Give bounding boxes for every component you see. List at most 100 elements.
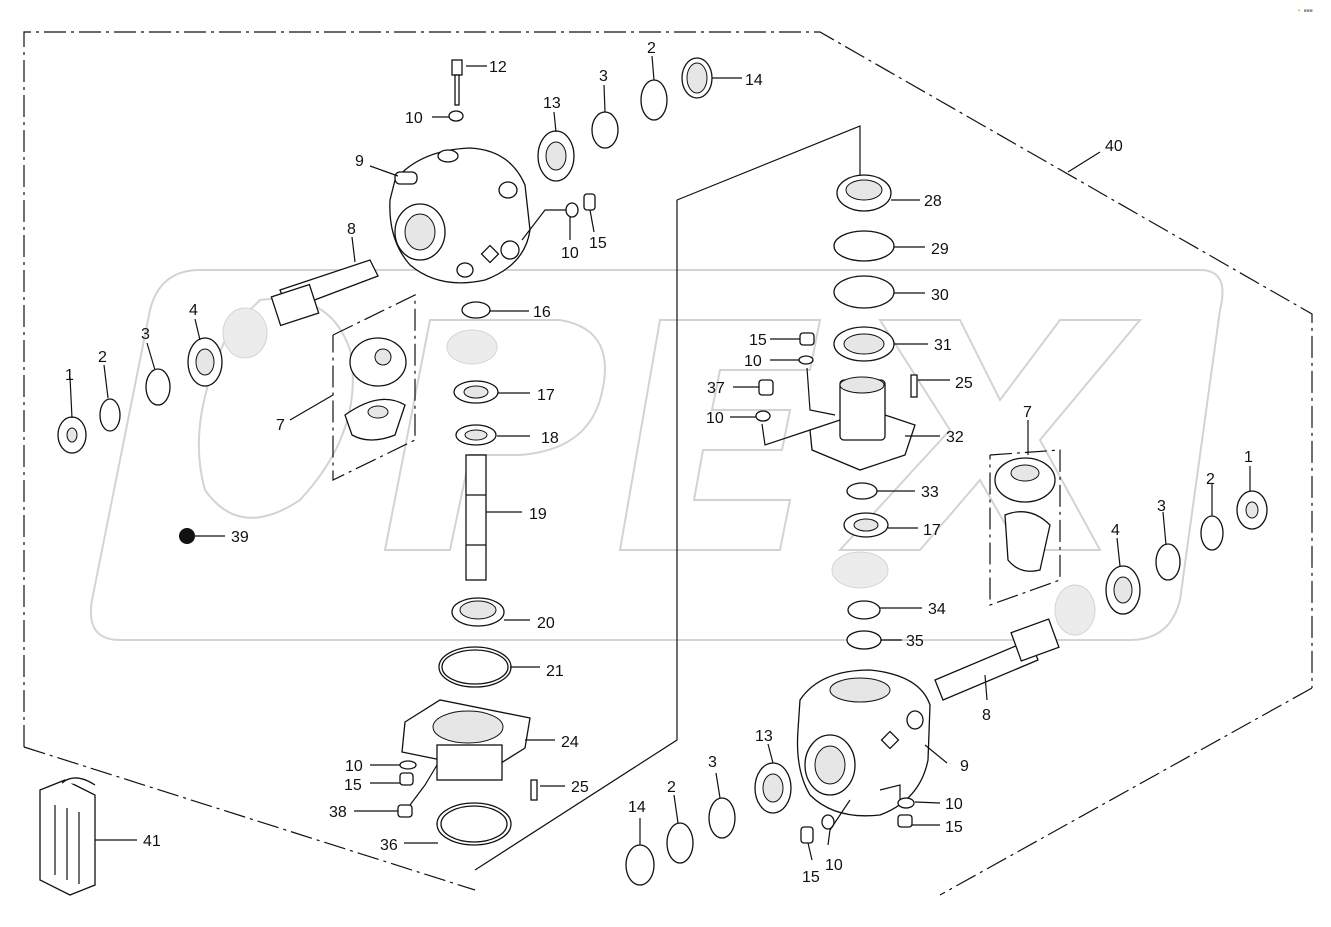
callout-labels: 12 10 13 3 2 14 9 10 15 8 16 4 3 2 1 7 1… [65, 40, 1253, 886]
callout-15: 15 [749, 332, 767, 349]
gearbox-housing-left [389, 147, 531, 284]
callout-19: 19 [529, 506, 547, 523]
callout-15: 15 [344, 777, 362, 794]
callout-21: 21 [546, 663, 564, 680]
breather-plug-12 [451, 59, 463, 106]
ghost-gear-left [222, 307, 498, 365]
gearbox-housing-right [796, 669, 931, 817]
leader-lines [69, 55, 1251, 861]
ring-29 [833, 230, 895, 262]
spacer-16 [461, 301, 491, 319]
callout-37: 37 [707, 380, 725, 397]
bearing-4-right [1105, 565, 1141, 615]
group-frame-left [23, 31, 1313, 896]
callout-41: 41 [143, 833, 161, 850]
cap-14-top [681, 57, 713, 99]
bearing-4-left [187, 337, 223, 387]
seal-1-left [57, 416, 87, 454]
plug-15-bottom-left [399, 772, 414, 786]
callout-16: 16 [533, 304, 551, 321]
callout-25: 25 [955, 375, 973, 392]
spacer-33 [846, 482, 878, 500]
callout-10: 10 [825, 857, 843, 874]
callout-28: 28 [924, 193, 942, 210]
seal-20 [451, 597, 505, 627]
housing-32 [809, 376, 916, 471]
callout-15: 15 [945, 819, 963, 836]
seal-10-right-top [798, 355, 814, 365]
callout-38: 38 [329, 804, 347, 821]
plug-38 [397, 804, 413, 818]
bearing-17-left [453, 380, 499, 404]
bevel-gear-7-right [994, 457, 1056, 572]
callout-13: 13 [543, 95, 561, 112]
callout-14: 14 [628, 799, 646, 816]
callout-3: 3 [708, 754, 717, 771]
plug-37 [758, 379, 774, 396]
bearing-31 [833, 326, 895, 362]
callout-10: 10 [945, 796, 963, 813]
callout-36: 36 [380, 837, 398, 854]
callout-3: 3 [141, 326, 150, 343]
bolt-25-right [910, 374, 918, 398]
bevel-gear-7-left [344, 337, 407, 441]
group-frame-inner [474, 125, 861, 871]
input-shaft-8-right [934, 618, 1060, 701]
callout-39: 39 [231, 529, 249, 546]
input-shaft-8-left [270, 259, 379, 327]
callout-3: 3 [599, 68, 608, 85]
output-shaft-19 [465, 454, 487, 581]
o-ring-36 [436, 802, 512, 846]
callout-9: 9 [960, 758, 969, 775]
callout-13: 13 [755, 728, 773, 745]
callout-2: 2 [1206, 471, 1215, 488]
watermark-opex [89, 269, 1224, 641]
seal-10b [565, 202, 579, 218]
callout-7: 7 [276, 417, 285, 434]
callout-2: 2 [667, 779, 676, 796]
callout-20: 20 [537, 615, 555, 632]
plug-15-right-side [897, 814, 913, 828]
gear-set-bracket-right [989, 449, 1061, 606]
callout-34: 34 [928, 601, 946, 618]
callout-29: 29 [931, 241, 949, 258]
callout-2: 2 [98, 349, 107, 366]
callout-10: 10 [561, 245, 579, 262]
bolt-25-left [530, 779, 538, 801]
spacer-35 [846, 630, 882, 650]
callout-17: 17 [537, 387, 555, 404]
o-ring-21 [438, 646, 512, 688]
callout-12: 12 [489, 59, 507, 76]
seal-10-right-mid [755, 410, 771, 422]
callout-4: 4 [1111, 522, 1120, 539]
callout-2: 2 [647, 40, 656, 57]
callout-25: 25 [571, 779, 589, 796]
bearing-28 [836, 174, 892, 212]
seal-ring-10a [448, 110, 464, 122]
seal-10-right-side [897, 797, 915, 809]
plug-15-right-bottom [800, 826, 814, 844]
ghost-gear-right [831, 551, 1096, 636]
callout-10: 10 [405, 110, 423, 127]
seal-1-right [1236, 490, 1268, 530]
oil-can-41 [39, 777, 96, 896]
circlip-3-left [145, 368, 171, 406]
callout-31: 31 [934, 337, 952, 354]
callout-15: 15 [589, 235, 607, 252]
bearing-18 [455, 424, 497, 446]
circlip-30 [833, 275, 895, 309]
cap-14-bottom [625, 844, 655, 886]
circlip-2-right [1200, 515, 1224, 551]
plug-15a [583, 193, 596, 211]
callout-8: 8 [982, 707, 991, 724]
flange-cover-24 [401, 699, 531, 781]
bearing-13-right [754, 762, 792, 814]
callout-35: 35 [906, 633, 924, 650]
callout-24: 24 [561, 734, 579, 751]
seal-10-bottom-left [399, 760, 417, 770]
callout-10: 10 [744, 353, 762, 370]
callout-1: 1 [65, 367, 74, 384]
callout-18: 18 [541, 430, 559, 447]
callout-33: 33 [921, 484, 939, 501]
